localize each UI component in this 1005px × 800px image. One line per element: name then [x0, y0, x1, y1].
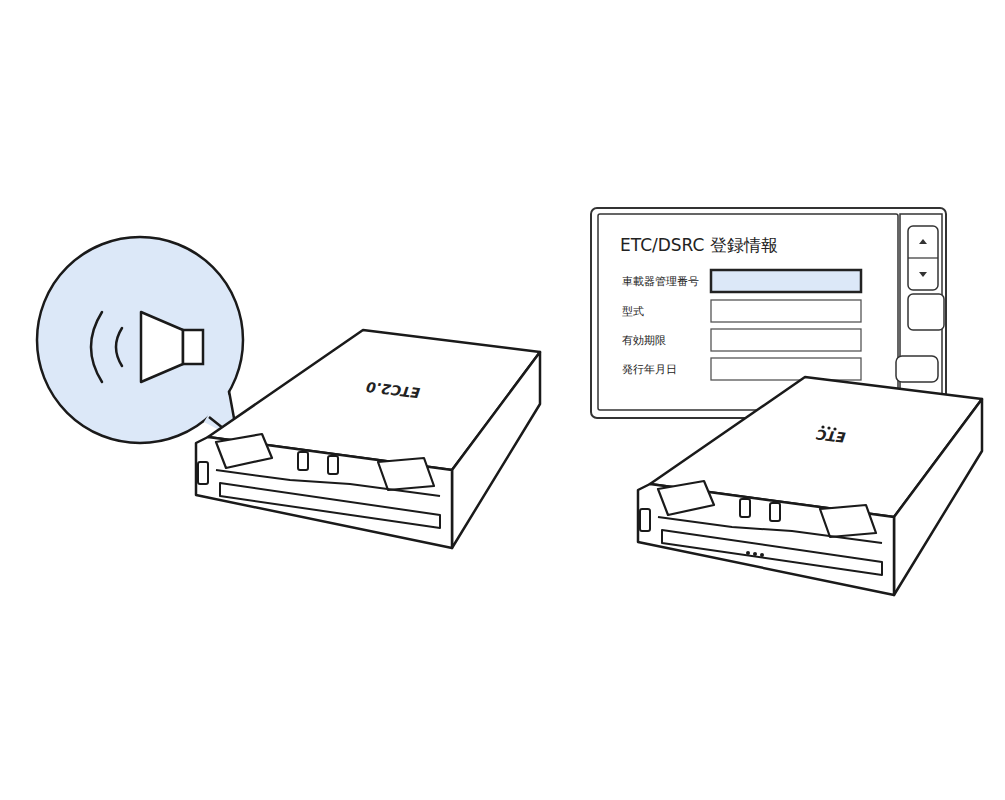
field-label: 発行年月日 — [622, 362, 677, 377]
field-label: 有効期限 — [622, 333, 666, 348]
screen-title: ETC/DSRC 登録情報 — [620, 234, 898, 257]
device-logo: ETC — [815, 426, 846, 445]
field-label: 型式 — [622, 304, 644, 319]
field-label: 車載器管理番号 — [622, 274, 699, 289]
device-logo: ETC2.0 — [365, 379, 421, 401]
